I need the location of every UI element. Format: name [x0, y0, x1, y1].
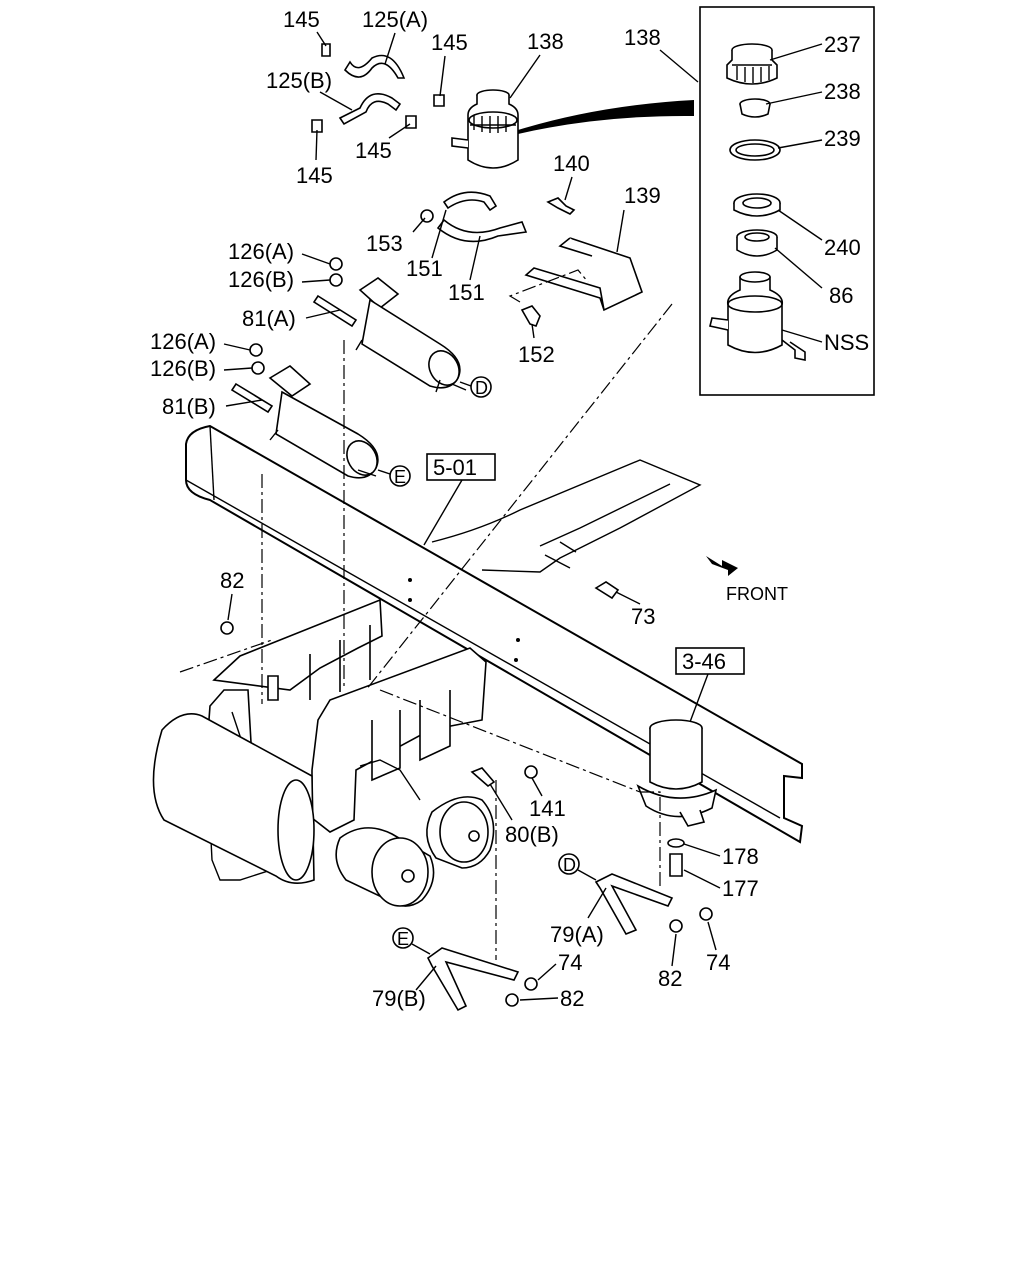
svg-text:E: E [394, 467, 406, 487]
nut-icon [220, 621, 713, 1007]
detail-arrow [518, 100, 694, 134]
gasket-icon [733, 193, 781, 217]
svg-text:E: E [397, 929, 409, 949]
callout-138: 138 [527, 29, 564, 54]
hydraulic-reservoir-icon [451, 89, 519, 169]
callout-126a-top: 126(A) [228, 239, 294, 264]
svg-text:5-01: 5-01 [433, 455, 477, 480]
connector-marker-e-bottom: E [392, 927, 414, 949]
reservoir-bracket-icon [524, 237, 643, 312]
suction-hose-icon [338, 92, 402, 126]
callout-81b: 81(B) [162, 394, 216, 419]
callout-126a-bottom: 126(A) [150, 329, 216, 354]
callout-82-bottom: 82 [560, 986, 584, 1011]
assembly-guide-lines [179, 303, 673, 960]
strainer-icon [739, 98, 771, 118]
callout-153: 153 [366, 231, 403, 256]
callout-145-right: 145 [431, 30, 468, 55]
inset-label-237: 237 [824, 32, 861, 57]
callout-178: 178 [722, 844, 759, 869]
front-label: FRONT [726, 584, 788, 604]
bracket-bolt-icon [470, 767, 496, 788]
inset-label-nss: NSS [824, 330, 869, 355]
callout-82-mid: 82 [658, 966, 682, 991]
callout-80b: 80(B) [505, 822, 559, 847]
callout-81a: 81(A) [242, 306, 296, 331]
brake-chamber-icon [152, 713, 495, 907]
callout-74-right: 74 [706, 950, 730, 975]
callout-73: 73 [631, 604, 655, 629]
reference-box-5-01: 5-01 [426, 453, 496, 481]
inset-label-238: 238 [824, 79, 861, 104]
callout-82-left: 82 [220, 568, 244, 593]
callout-125a: 125(A) [362, 7, 428, 32]
inset-label-86: 86 [829, 283, 853, 308]
hose-clamp-icon [311, 43, 445, 133]
return-hose-icon [343, 54, 406, 79]
reservoir-exploded-inset: 237 238 239 240 86 NSS [699, 6, 875, 396]
frame-bolt-icon [594, 581, 620, 600]
power-cylinder-b-icon [230, 365, 379, 479]
callout-141: 141 [529, 796, 566, 821]
stay-bracket-b-icon [426, 947, 520, 1012]
connector-marker-d-top: D [470, 376, 492, 398]
callout-139: 139 [624, 183, 661, 208]
svg-text:D: D [563, 855, 576, 875]
connector-marker-d-bottom: D [558, 853, 580, 875]
callout-152: 152 [518, 342, 555, 367]
inset-title-138: 138 [624, 25, 661, 50]
reservoir-body-icon [709, 271, 806, 361]
callout-177: 177 [722, 876, 759, 901]
callout-151-left: 151 [406, 256, 443, 281]
svg-text:3-46: 3-46 [682, 649, 726, 674]
callout-151-right: 151 [448, 280, 485, 305]
connector-marker-e-top: E [389, 465, 411, 487]
callout-145-top: 145 [283, 7, 320, 32]
reference-box-3-46: 3-46 [675, 647, 745, 675]
air-dryer-icon [636, 719, 718, 827]
filter-element-icon [736, 229, 778, 257]
callout-126b-bottom: 126(B) [150, 356, 216, 381]
callout-145-bottom: 145 [296, 163, 333, 188]
stay-bracket-a-icon [594, 873, 674, 936]
callout-79a: 79(A) [550, 922, 604, 947]
mounting-band-icon [436, 191, 528, 243]
bolt-icon [420, 197, 576, 327]
ring-seal-icon [729, 139, 781, 161]
front-direction-arrow-icon [706, 556, 738, 576]
callout-145-mid: 145 [355, 138, 392, 163]
svg-text:D: D [475, 378, 488, 398]
callout-74-bottom: 74 [558, 950, 582, 975]
callout-125b: 125(B) [266, 68, 332, 93]
callout-140: 140 [553, 151, 590, 176]
inset-label-239: 239 [824, 126, 861, 151]
callout-126b-top: 126(B) [228, 267, 294, 292]
inset-label-240: 240 [824, 235, 861, 260]
fitting-icon [667, 838, 685, 877]
reservoir-cap-icon [726, 43, 778, 85]
power-cylinder-a-icon [312, 277, 467, 393]
callout-79b: 79(B) [372, 986, 426, 1011]
